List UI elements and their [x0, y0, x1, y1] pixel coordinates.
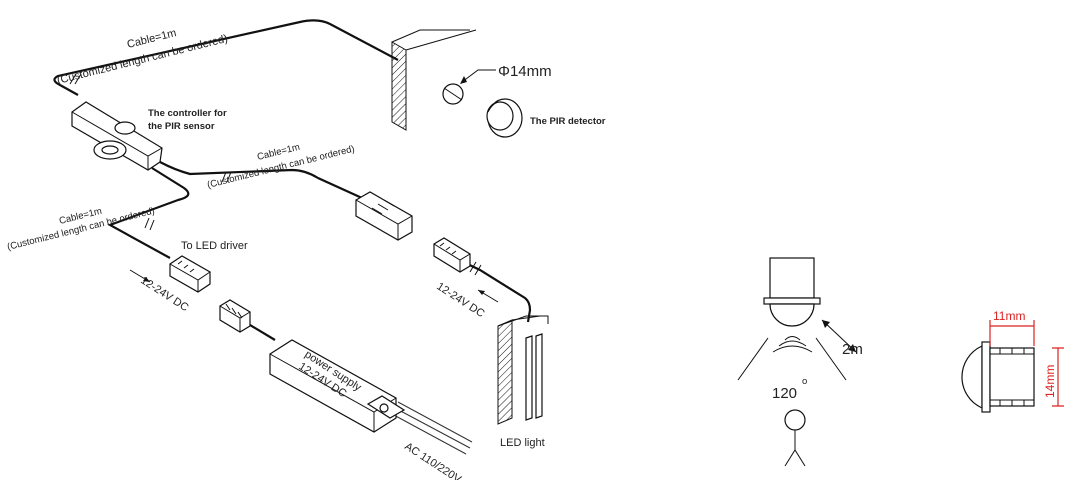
ac-wire-1	[394, 407, 471, 449]
controller-label-1: The controller for	[148, 108, 227, 119]
pir-detector-hole	[442, 69, 496, 105]
power-supply	[269, 339, 406, 433]
cable-break-marks	[69, 73, 482, 276]
connector-led-light-male	[355, 191, 413, 241]
ac-wire-3	[391, 413, 467, 455]
ac-input-label: AC 110/220V	[402, 440, 463, 480]
to-led-driver-label: To LED driver	[181, 240, 248, 252]
connector-led-light-female	[433, 237, 471, 273]
connector-driver-female	[219, 299, 251, 333]
controller-label-2: the PIR sensor	[148, 121, 215, 132]
connector-driver-male	[169, 255, 211, 293]
pir-dimension-view	[961, 320, 1064, 413]
phi-label: Φ14mm	[498, 63, 552, 80]
wall-top	[391, 29, 477, 131]
cable-to-detector	[53, 19, 399, 96]
distance-label: 2m	[842, 341, 863, 358]
pir-detector-label: The PIR detector	[530, 116, 606, 127]
pir-detector	[486, 98, 523, 138]
angle-label: 120	[772, 385, 797, 402]
dim-height-label: 14mm	[1043, 365, 1057, 398]
ac-wire-2	[397, 401, 473, 443]
dim-width-label: 11mm	[993, 309, 1025, 323]
cable-to-led-driver	[107, 167, 190, 259]
angle-unit-label: o	[802, 376, 807, 387]
cable-to-led-light-2	[454, 257, 532, 323]
pir-range-diagram	[737, 257, 857, 467]
cable-to-led-light	[159, 161, 363, 200]
led-light-fixture	[497, 315, 549, 425]
voltage-right-label: 12-24V DC	[434, 280, 486, 320]
pir-controller	[71, 101, 163, 171]
led-light-label: LED light	[500, 437, 545, 449]
